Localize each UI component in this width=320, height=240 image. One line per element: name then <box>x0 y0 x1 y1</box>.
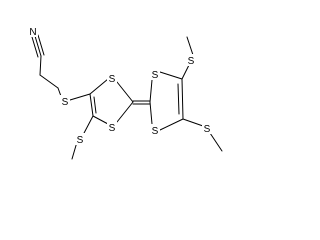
bond-ring-left-cc-double-a <box>89 93 94 117</box>
bond-s-methyl-top-right <box>186 36 194 56</box>
bond-ring-left-sbottom-cbottom <box>92 115 109 125</box>
bond-ring-left-stop-ccenter <box>116 81 134 103</box>
bond-s-methyl-bottom-right <box>209 132 223 152</box>
atom-thioether-s-left: S <box>62 97 69 108</box>
atom-methylthio-s-bottom-right: S <box>204 124 211 135</box>
bond-cbottom-s <box>82 115 94 136</box>
bond-nitrile-triple-1 <box>31 36 39 58</box>
atom-ring-right-s-bottom: S <box>152 126 159 137</box>
bond-ring-right-ccenter-sbottom <box>149 101 153 125</box>
structure-diagram: N S S S S S S S S <box>28 25 223 160</box>
bond-cbottom-s-right <box>182 118 204 127</box>
bond-ctop-s-right <box>181 64 190 80</box>
atom-nitrile-n: N <box>29 27 36 38</box>
bond-nitrile-triple-3 <box>37 34 45 56</box>
bond-s-ring-left <box>69 93 91 101</box>
bond-ring-right-stop-ctop <box>159 71 183 80</box>
bond-ring-left-cc-double-b <box>93 96 97 114</box>
bond-nitrile-triple-2 <box>34 35 42 57</box>
atom-ring-left-s-bottom: S <box>109 123 116 134</box>
bond-ring-left-ccenter-sbottom <box>116 101 134 123</box>
bond-ring-right-ccenter-stop <box>149 79 153 103</box>
atom-methylthio-s-top-right: S <box>188 56 195 67</box>
atom-methylthio-s-left: S <box>77 135 84 146</box>
atom-ring-left-s-top: S <box>109 74 116 85</box>
atom-labels: N S S S S S S S S <box>28 25 212 146</box>
bond-ring-right-sbottom-cbottom <box>159 118 184 131</box>
bond-ring-left-ctop-stop <box>89 78 109 95</box>
bonds <box>31 34 223 160</box>
molecule-drawing: N S S S S S S S S <box>28 25 223 160</box>
bond-chain-1 <box>39 55 42 76</box>
bond-chain-2 <box>39 74 59 89</box>
atom-ring-right-s-top: S <box>152 70 159 81</box>
bond-ring-right-cc-double-b <box>177 83 180 115</box>
bond-ring-right-cc-double-a <box>181 78 184 120</box>
